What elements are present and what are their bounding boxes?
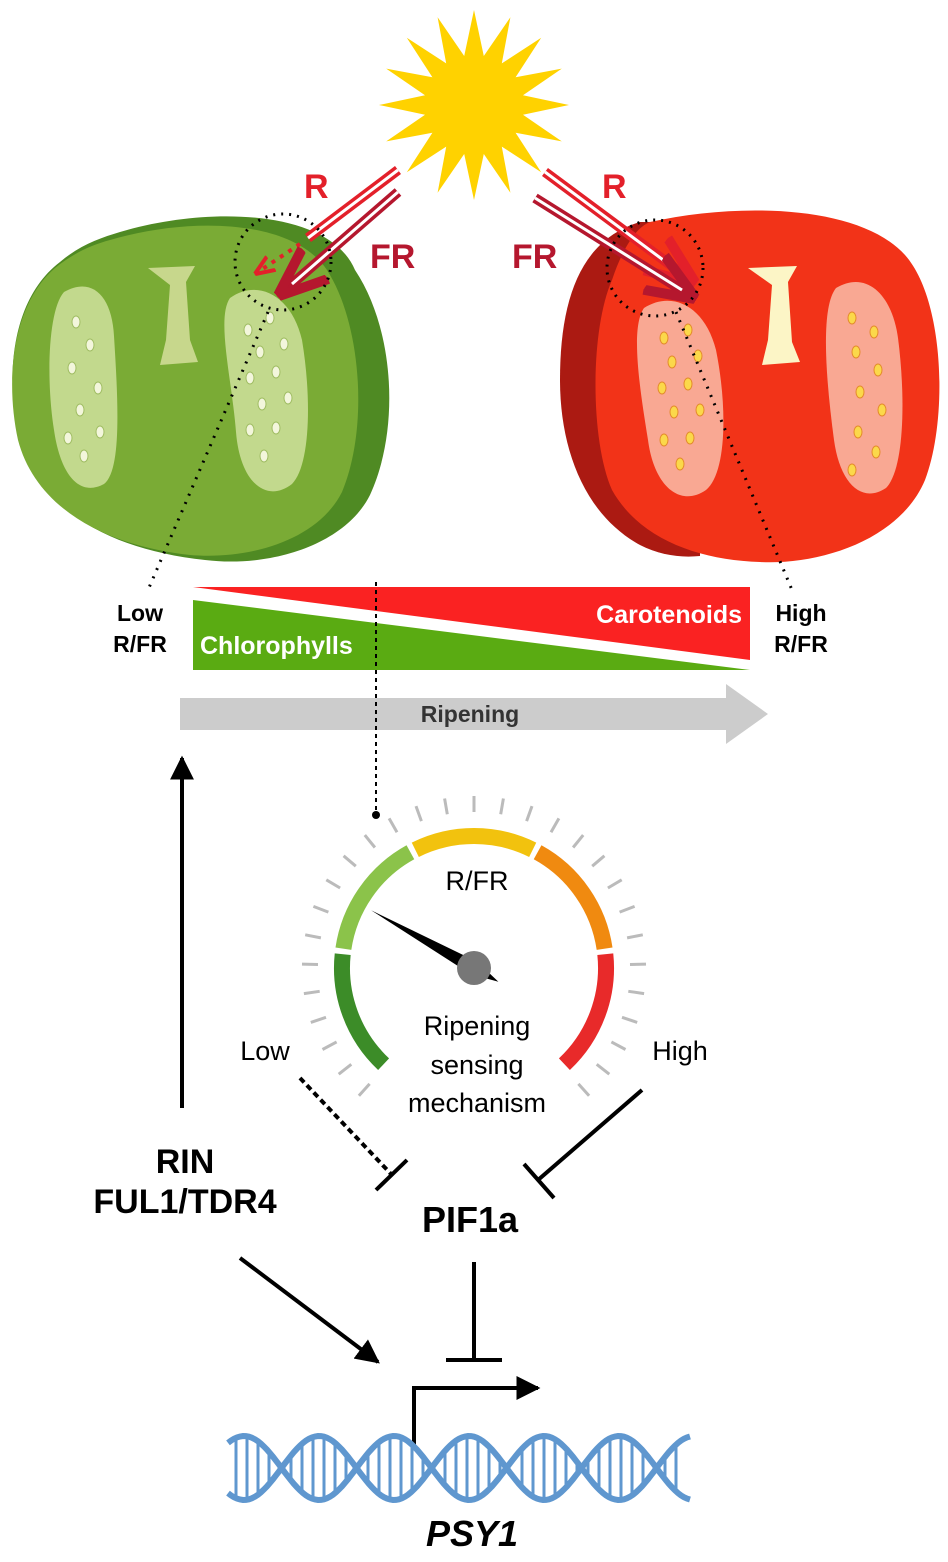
gauge-tick bbox=[525, 805, 534, 822]
left-light-arrows bbox=[233, 166, 402, 312]
green-tomato-image bbox=[12, 216, 390, 562]
ripening-arrow-label: Ripening bbox=[421, 701, 519, 727]
pif1a-repression-line bbox=[446, 1262, 502, 1362]
gauge-caption-line2: sensing bbox=[430, 1050, 523, 1080]
gauge-arc-yellow bbox=[411, 828, 537, 858]
gauge-tick bbox=[628, 989, 645, 996]
gauge-caption-line1: Ripening bbox=[424, 1011, 531, 1041]
gauge-arc-dark-green bbox=[334, 953, 390, 1071]
gauge-tick bbox=[387, 817, 399, 834]
high-ratio-line1: High bbox=[775, 600, 826, 626]
red-tomato-image bbox=[560, 210, 940, 563]
gauge-tick bbox=[591, 854, 606, 868]
gauge-tick bbox=[619, 904, 636, 914]
ful1-tdr4-label: FUL1/TDR4 bbox=[93, 1183, 276, 1221]
sun-icon bbox=[379, 10, 569, 200]
gauge-tick bbox=[549, 817, 561, 834]
low-ratio-line1: Low bbox=[117, 600, 163, 626]
right-light-arrows bbox=[532, 167, 703, 318]
chlorophylls-label: Chlorophylls bbox=[200, 632, 353, 660]
gauge-connector-dot bbox=[372, 811, 380, 819]
left-far-red-label: FR bbox=[370, 238, 415, 276]
gauge-tick bbox=[443, 798, 449, 815]
gauge-tick bbox=[577, 1082, 591, 1097]
right-red-label: R bbox=[602, 168, 627, 206]
carotenoids-label: Carotenoids bbox=[596, 601, 742, 629]
low-signal-label: Low bbox=[240, 1036, 290, 1066]
gauge-tick bbox=[363, 834, 377, 849]
rin-activation-arrow bbox=[238, 1256, 380, 1364]
gauge-tick bbox=[621, 1015, 638, 1024]
psy1-gene-label: PSY1 bbox=[426, 1513, 518, 1554]
gauge-tick bbox=[312, 904, 329, 914]
gauge-tick bbox=[321, 1040, 338, 1051]
gauge-tick bbox=[303, 989, 320, 996]
gauge-arc-light-green bbox=[335, 845, 415, 951]
gauge-tick bbox=[342, 854, 357, 868]
gauge-tick bbox=[325, 878, 341, 890]
gauge-title: R/FR bbox=[446, 866, 509, 896]
left-dotted-connector bbox=[146, 311, 270, 591]
gauge-tick bbox=[357, 1082, 371, 1097]
pif1a-label: PIF1a bbox=[422, 1199, 519, 1240]
low-ratio-line2: R/FR bbox=[113, 631, 167, 657]
high-signal-label: High bbox=[652, 1036, 708, 1066]
gauge-tick bbox=[610, 1040, 627, 1051]
gauge-tick bbox=[626, 933, 644, 940]
gauge-tick bbox=[571, 834, 585, 849]
gauge-arc-orange bbox=[533, 845, 613, 951]
gauge-tick bbox=[499, 798, 505, 815]
ripening-arrow bbox=[180, 684, 768, 744]
gauge-hub bbox=[457, 951, 491, 985]
gauge-caption-line3: mechanism bbox=[408, 1088, 546, 1118]
transcription-start-arrow bbox=[412, 1376, 541, 1448]
gauge-tick bbox=[304, 933, 322, 940]
high-inhibition-line bbox=[522, 1088, 644, 1200]
gauge-tick bbox=[337, 1063, 353, 1076]
gauge-arc-red bbox=[558, 953, 614, 1071]
right-far-red-label: FR bbox=[512, 238, 557, 276]
gauge-tick bbox=[310, 1015, 327, 1024]
left-red-label: R bbox=[304, 168, 329, 206]
rin-label: RIN bbox=[156, 1143, 215, 1181]
dna-helix-icon bbox=[226, 1432, 691, 1504]
chlorophylls-wedge bbox=[193, 600, 750, 670]
gauge-tick bbox=[595, 1063, 611, 1076]
low-inhibition-line bbox=[298, 1076, 409, 1192]
gauge-ticks bbox=[301, 796, 647, 1097]
carotenoids-wedge bbox=[193, 587, 750, 660]
high-ratio-line2: R/FR bbox=[774, 631, 828, 657]
gauge-tick bbox=[414, 805, 423, 822]
gauge-tick bbox=[607, 878, 623, 890]
r-fr-gauge bbox=[301, 796, 647, 1097]
